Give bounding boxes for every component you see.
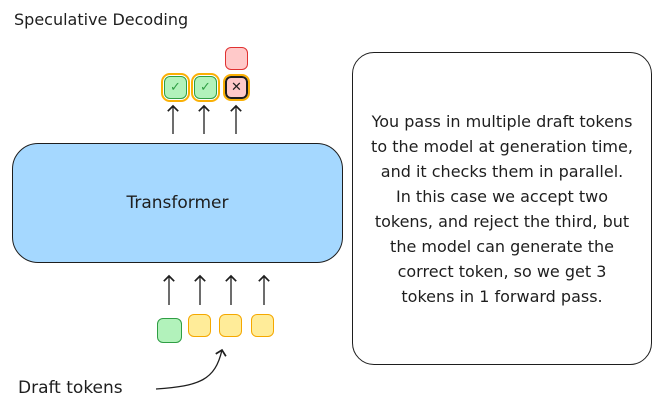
x-icon: ✕ — [231, 80, 242, 95]
explanation-box: You pass in multiple draft tokens to the… — [352, 52, 652, 365]
draft-token — [219, 314, 242, 337]
check-icon: ✓ — [200, 80, 211, 95]
draft-token — [251, 314, 274, 337]
rejected-token: ✕ — [223, 74, 250, 101]
check-icon: ✓ — [170, 80, 181, 95]
draft-token — [188, 314, 211, 337]
explanation-text: You pass in multiple draft tokens to the… — [371, 111, 633, 306]
input-token — [157, 318, 182, 343]
accepted-token: ✓ — [191, 73, 220, 102]
corrected-token — [225, 47, 248, 70]
draft-tokens-label: Draft tokens — [18, 378, 123, 398]
transformer-block: Transformer — [12, 143, 343, 263]
accepted-token: ✓ — [161, 73, 190, 102]
draft-label-arrow — [155, 348, 227, 390]
diagram-title: Speculative Decoding — [14, 10, 189, 29]
transformer-label: Transformer — [126, 193, 229, 213]
